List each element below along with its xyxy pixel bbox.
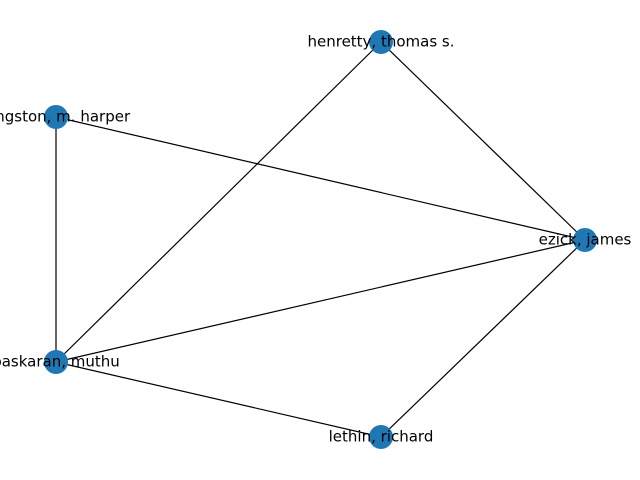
- node-label-henretty: henretty, thomas s.: [307, 33, 454, 51]
- nodes-layer: [44, 30, 597, 449]
- edge-henretty-ezick: [380, 41, 586, 241]
- edge-henretty-baskaran: [55, 41, 382, 363]
- node-lethin: [369, 425, 393, 449]
- edge-baskaran-lethin: [55, 361, 382, 438]
- edge-langston-ezick: [55, 116, 586, 241]
- edge-ezick-lethin: [380, 239, 586, 438]
- node-label-ezick: ezick, james: [539, 231, 632, 249]
- node-label-langston: langston, m. harper: [0, 108, 131, 126]
- labels-layer: henretty, thomas s. langston, m. harper ez…: [0, 33, 632, 446]
- node-label-lethin: lethin, richard: [329, 428, 434, 446]
- node-label-baskaran: baskaran, muthu: [0, 353, 120, 371]
- edges-layer: [55, 41, 586, 438]
- node-henretty: [369, 30, 393, 54]
- node-langston: [44, 105, 68, 129]
- node-ezick: [573, 228, 597, 252]
- edge-ezick-baskaran: [55, 239, 586, 363]
- node-baskaran: [44, 350, 68, 374]
